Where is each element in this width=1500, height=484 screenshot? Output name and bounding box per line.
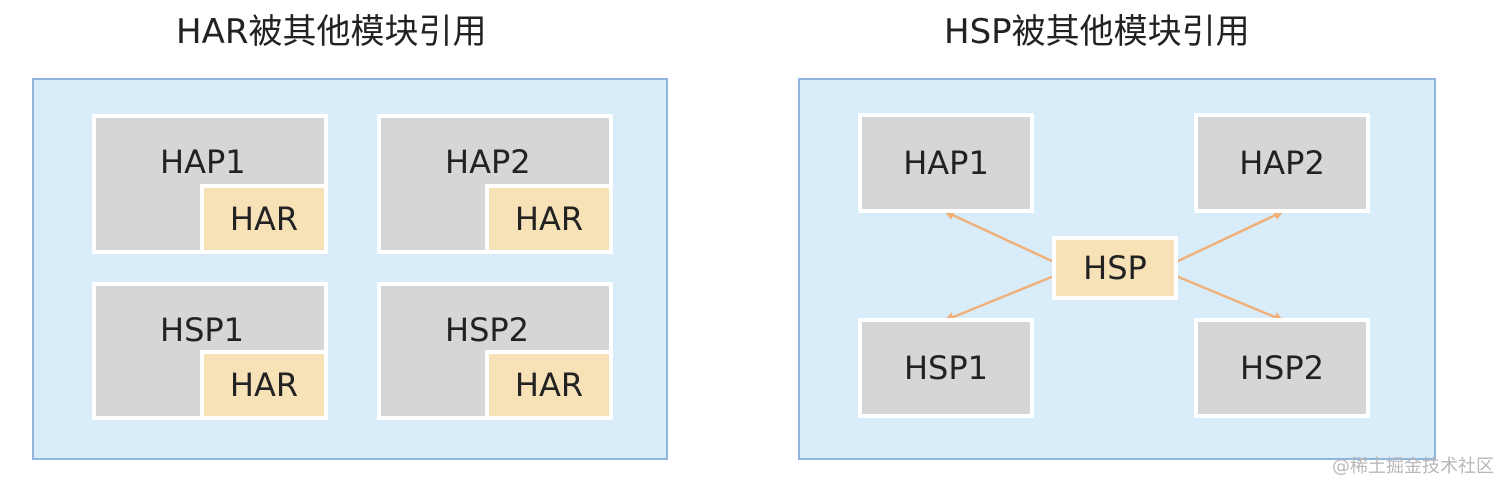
left-panel-title: HAR被其他模块引用	[176, 12, 487, 52]
har-box: HAR	[485, 184, 609, 250]
har-box: HAR	[200, 350, 324, 416]
center-hsp-box: HSP	[1052, 236, 1178, 300]
left-module-hsp2: HSP2 HAR	[377, 282, 613, 420]
left-module-hsp1: HSP1 HAR	[92, 282, 328, 420]
module-label: HAP2	[445, 143, 531, 181]
watermark: @稀土掘金技术社区	[1332, 456, 1494, 477]
left-module-hap2: HAP2 HAR	[377, 114, 613, 254]
right-module-hap1: HAP1	[858, 113, 1034, 213]
module-label: HSP1	[160, 311, 245, 349]
right-panel-title: HSP被其他模块引用	[944, 12, 1250, 52]
module-label: HAP1	[160, 143, 246, 181]
har-box: HAR	[485, 350, 609, 416]
right-module-hsp2: HSP2	[1194, 318, 1370, 418]
har-box: HAR	[200, 184, 324, 250]
right-module-hsp1: HSP1	[858, 318, 1034, 418]
module-label: HSP2	[445, 311, 530, 349]
right-module-hap2: HAP2	[1194, 113, 1370, 213]
left-module-hap1: HAP1 HAR	[92, 114, 328, 254]
